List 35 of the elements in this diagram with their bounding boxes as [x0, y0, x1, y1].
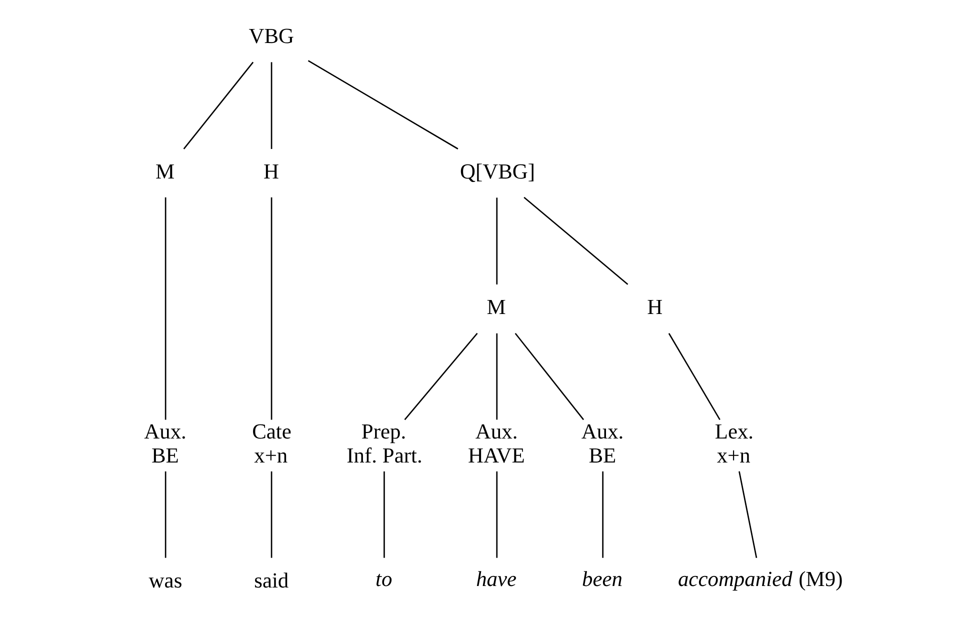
connector: [270, 471, 272, 558]
node-text: Cate x+n: [252, 419, 291, 468]
connector: [523, 196, 628, 285]
node-text: Lex. x+n: [714, 419, 754, 468]
node-text: Aux. HAVE: [468, 419, 524, 468]
node-text: H: [262, 159, 278, 184]
connector: [668, 333, 720, 420]
connector: [602, 471, 603, 558]
node-text: Aux. BE: [580, 419, 624, 468]
connector: [383, 471, 384, 558]
connector: [514, 332, 584, 420]
node-text: Prep. Inf. Part.: [346, 419, 422, 468]
connector: [270, 62, 272, 149]
connector: [307, 60, 458, 150]
connector: [164, 197, 166, 420]
node-text: M: [155, 159, 174, 184]
node-text: have: [476, 567, 516, 592]
node-text: to: [374, 567, 392, 592]
connector: [164, 471, 166, 558]
connector: [182, 62, 254, 150]
node-text: VBG: [248, 24, 294, 48]
connector: [270, 197, 272, 420]
node-text: Q[VBG]: [459, 159, 535, 184]
node-text: was: [148, 568, 182, 592]
connector: [496, 471, 498, 558]
connector: [738, 471, 757, 558]
node-text: H: [646, 294, 662, 319]
node-text: Aux. BE: [144, 419, 186, 468]
node-text: M: [486, 294, 506, 319]
connector: [496, 333, 498, 420]
connector: [496, 198, 498, 284]
node-text: accompanied (M9): [677, 567, 842, 592]
node-text: been: [582, 567, 622, 592]
connector: [404, 332, 478, 420]
node-text: said: [254, 568, 288, 592]
